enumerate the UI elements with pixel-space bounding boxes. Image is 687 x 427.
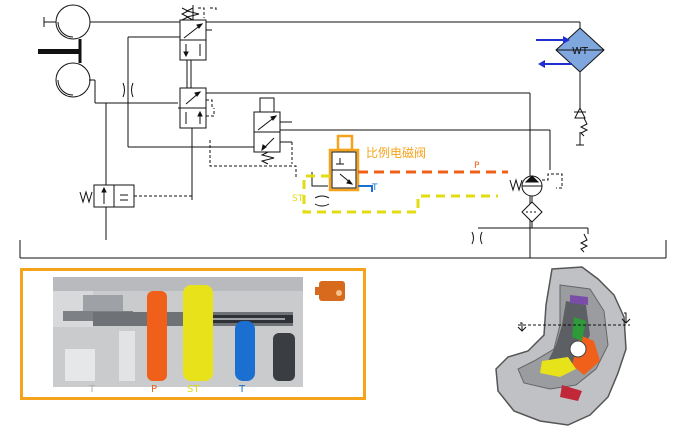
hydraulic-schematic: WT 比例电磁阀 P T ST: [19, 4, 667, 259]
case-yellow-channel: [540, 357, 576, 377]
port-label-pressure: P: [151, 384, 158, 395]
flow-out-arrow: [538, 60, 572, 68]
tank-line-short: [358, 185, 373, 192]
solenoid-pressure-valve: [253, 97, 293, 165]
control-port-channel: [183, 285, 213, 381]
orifice-symbol-left: [122, 82, 134, 98]
port-label-tank-left: T: [89, 384, 96, 395]
tank-port-channel: [235, 321, 255, 381]
valve-cross-section-panel: T P ST T: [20, 268, 366, 400]
proportional-valve-highlight-top: [336, 134, 354, 152]
middle-directional-valve: [179, 87, 215, 129]
heat-exchanger-label: WT: [572, 46, 589, 57]
transmission-case-view: [495, 266, 631, 426]
tank-line-label: T: [371, 183, 378, 193]
flow-in-arrow: [536, 36, 570, 44]
control-line-dashed: [302, 174, 498, 214]
pressure-line-label: P: [474, 161, 480, 171]
upper-pump-symbol: [43, 4, 91, 40]
proportional-solenoid-valve: [311, 148, 360, 207]
upper-directional-valve: [179, 5, 217, 61]
lower-shutoff-valve: [79, 184, 192, 208]
port-label-control: ST: [187, 384, 200, 395]
check-valve-upper: [574, 106, 586, 119]
port-label-tank-right: T: [239, 384, 246, 395]
pressure-port-channel: [147, 291, 167, 381]
valve-cross-section: [53, 277, 345, 387]
solenoid-icon: [315, 281, 345, 301]
filter-symbol: [521, 201, 543, 223]
shaft-bar: [38, 49, 80, 54]
orifice-symbol-bottom: [471, 231, 483, 245]
control-line-label: ST: [292, 194, 304, 204]
lower-pump-symbol: [55, 62, 91, 98]
gear-pump-right: [509, 173, 563, 197]
proportional-valve-label: 比例电磁阀: [366, 145, 426, 160]
check-valve-lower: [579, 228, 589, 253]
